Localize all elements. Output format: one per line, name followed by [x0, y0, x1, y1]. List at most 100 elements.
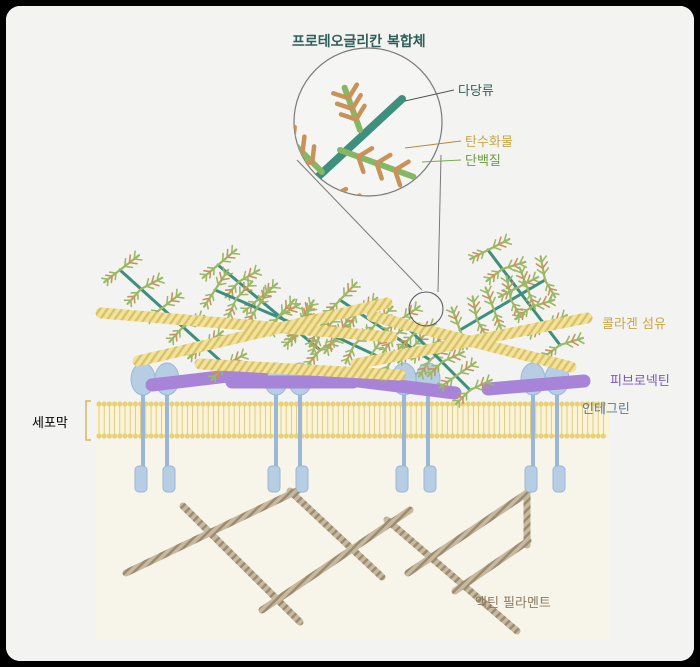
integrin-foot [295, 465, 309, 493]
lipid-head [366, 401, 372, 407]
sugar-branch [424, 360, 444, 380]
lipid-head [216, 433, 222, 439]
pointer-polysaccharide [404, 89, 455, 102]
sugar-branch [445, 305, 462, 332]
lipid-head [481, 401, 487, 407]
sugar-branch [543, 278, 560, 300]
lipid-head [538, 433, 544, 439]
lipid-head [210, 433, 216, 439]
lipid-head [221, 401, 227, 407]
lipid-head [585, 401, 591, 407]
lipid-head [112, 401, 118, 407]
lipid-head [502, 433, 508, 439]
lipid-head [491, 401, 497, 407]
lipid-head [236, 401, 242, 407]
lipid-head [491, 433, 497, 439]
sugar-branch [320, 335, 338, 357]
lipid-head [351, 401, 357, 407]
lipid-head [330, 433, 336, 439]
lipid-head [548, 401, 555, 407]
lipid-head [200, 433, 206, 439]
lipid-head [408, 401, 414, 407]
lipid-head [231, 433, 237, 439]
lipid-head [294, 401, 300, 407]
sugar-branch [454, 357, 480, 378]
label-actin: 액틴 필라멘트 [475, 596, 551, 611]
lipid-head [543, 401, 549, 407]
collagen-fiber [132, 297, 393, 367]
lipid-head [96, 401, 102, 407]
lipid-head [132, 433, 138, 439]
lipid-head [294, 433, 300, 439]
lipid-head [148, 401, 154, 407]
sugar-branch [123, 287, 143, 308]
lipid-head [444, 433, 450, 439]
polysaccharide-core [216, 263, 322, 352]
lipid-head [580, 433, 586, 439]
fibronectin-strand [311, 369, 462, 400]
lipid-head [346, 401, 352, 407]
label-protein: 단백질 [465, 154, 501, 169]
lipid-head [382, 433, 388, 439]
lipid-head [304, 433, 310, 439]
lipid-head [226, 401, 232, 407]
actin-filament [286, 487, 386, 581]
lipid-head [330, 401, 336, 407]
lipid-head [158, 401, 164, 407]
lipid-head [101, 401, 107, 407]
sugar-branch [340, 344, 356, 366]
lipid-head [512, 401, 518, 407]
lipid-head [585, 433, 591, 439]
fibronectin-strand [481, 374, 591, 396]
lipid-head [252, 433, 258, 439]
lipid-head [507, 401, 513, 407]
integrin-foot [423, 465, 437, 493]
actin-filaments [122, 484, 532, 635]
fibronectin-strand [145, 365, 269, 392]
sugar-branch [223, 297, 238, 320]
lipid-head [595, 433, 601, 439]
label-polysaccharide: 다당류 [458, 84, 494, 99]
sugar-branch [513, 265, 530, 292]
sugar-branch [436, 374, 458, 392]
actin-filament [404, 489, 531, 577]
lipid-head [242, 401, 248, 407]
integrin-foot [524, 465, 538, 493]
lipid-head [335, 433, 341, 439]
lipid-head [257, 401, 263, 407]
lipid-head [262, 433, 268, 439]
lipid-head [408, 433, 414, 439]
lipid-head [595, 401, 601, 407]
integrin-foot [552, 465, 566, 493]
lipid-head [288, 401, 294, 407]
lipid-head [502, 401, 508, 407]
lipid-head [190, 433, 196, 439]
lipid-head [257, 433, 263, 439]
fibronectin-group [145, 365, 591, 400]
integrin-leg [426, 392, 430, 468]
lipid-head [340, 433, 346, 439]
sugar-branch [338, 278, 361, 302]
inset-protein-branch [337, 146, 417, 188]
lipid-head [564, 433, 570, 439]
lipid-head [106, 401, 112, 407]
lipid-head [153, 433, 159, 439]
lipid-head [522, 401, 529, 407]
sugar-branch [501, 256, 528, 272]
sugar-branch [160, 288, 185, 310]
lipid-head [481, 433, 487, 439]
lipid-head [429, 433, 435, 439]
lipid-head [278, 401, 284, 407]
lipid-head [418, 433, 424, 439]
lipid-head [122, 433, 128, 439]
lipid-head [122, 401, 128, 407]
lipid-head [548, 433, 555, 439]
lipid-head [574, 433, 581, 439]
label-integrin: 인테그린 [582, 402, 630, 417]
inset-magnifier [293, 47, 462, 327]
integrin-leg [402, 392, 406, 468]
integrin-leg [165, 392, 169, 468]
lipid-head [496, 433, 502, 439]
sugar-branch [558, 332, 585, 348]
sugar-branch [307, 333, 322, 356]
